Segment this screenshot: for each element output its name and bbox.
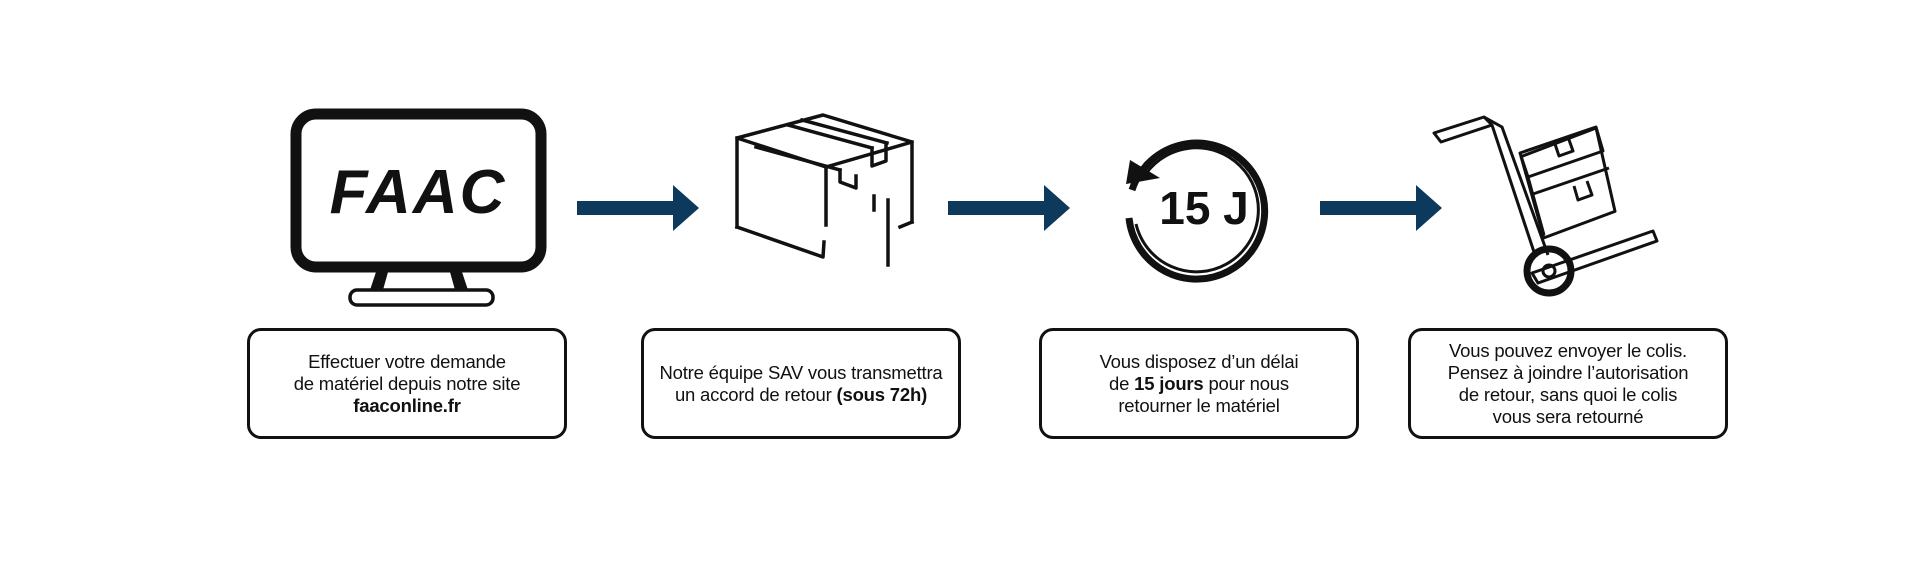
step-2-text-box: Notre équipe SAV vous transmettra un acc… <box>641 328 961 439</box>
step-4-text-box: Vous pouvez envoyer le colis. Pensez à j… <box>1408 328 1728 439</box>
step-3-line-1: Vous disposez d’un délai <box>1099 350 1299 372</box>
step-2-line-1: Notre équipe SAV vous transmettra <box>659 361 943 383</box>
step-3-line-2-suffix: pour nous <box>1203 372 1289 394</box>
step-1-line-2: de matériel depuis notre site <box>293 372 521 394</box>
countdown-clock-icon: 15 J <box>1110 118 1290 298</box>
step-3-line-3: retourner le matériel <box>1118 394 1280 416</box>
faaconline-link[interactable]: faaconline.fr <box>353 394 461 416</box>
step-1-line-1: Effectuer votre demande <box>308 350 506 372</box>
step-2-line-2-text: un accord de retour <box>674 383 837 405</box>
step-4-line-2: Pensez à joindre l’autorisation <box>1447 361 1689 383</box>
faac-logo-text: FAAC <box>330 158 507 227</box>
step-3-text-box: Vous disposez d’un délai de 15 jours pou… <box>1039 328 1359 439</box>
right-arrow-icon <box>577 185 699 231</box>
step-4-line-1: Vous pouvez envoyer le colis. <box>1449 339 1687 361</box>
return-box-icon <box>732 110 922 310</box>
step-4-line-4: vous sera retourné <box>1492 405 1644 427</box>
step-3-line-2-bold: 15 jours <box>1134 372 1204 394</box>
step-3-line-2-prefix: de <box>1109 372 1135 394</box>
monitor-faac-logo-icon: FAAC <box>290 108 550 308</box>
countdown-label: 15 J <box>1159 182 1249 234</box>
step-1-text-box: Effectuer votre demande de matériel depu… <box>247 328 567 439</box>
step-4-line-3: de retour, sans quoi le colis <box>1458 383 1678 405</box>
step-2-line-2-bold: (sous 72h) <box>836 383 928 405</box>
right-arrow-icon <box>1320 185 1442 231</box>
hand-truck-icon <box>1432 115 1664 300</box>
right-arrow-icon <box>948 185 1070 231</box>
